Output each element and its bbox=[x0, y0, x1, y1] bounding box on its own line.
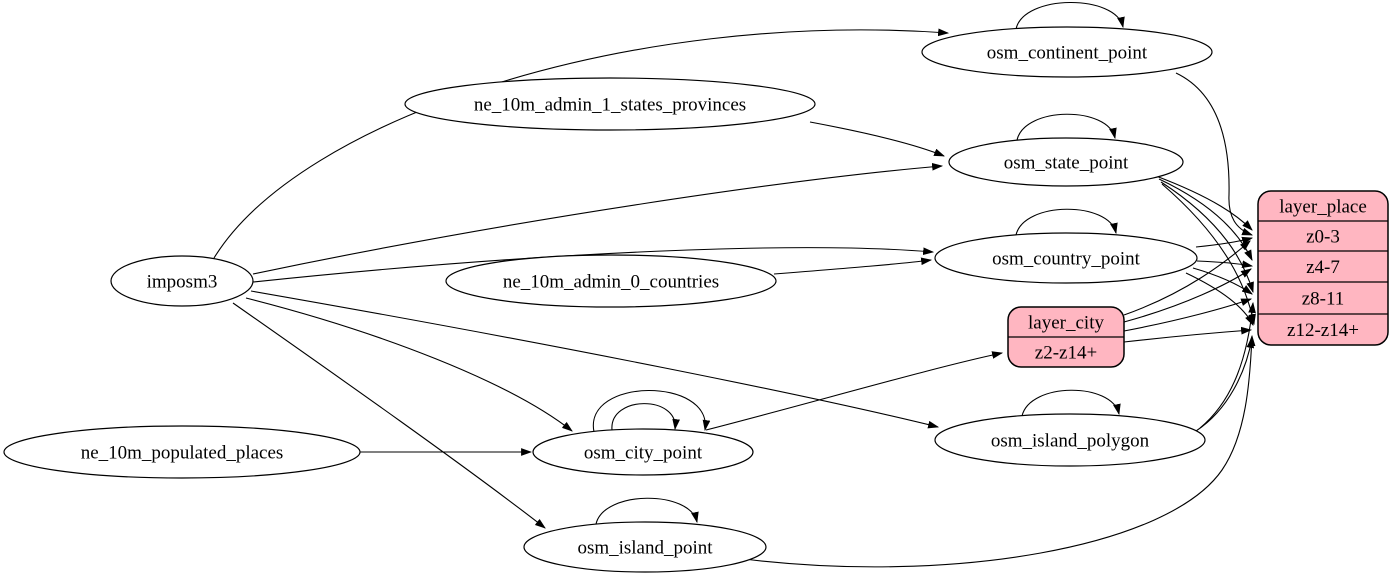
self-loop-osm_continent_point bbox=[1015, 2, 1125, 30]
node-imposm3: imposm3 bbox=[110, 255, 254, 307]
self-loop-osm_state_point bbox=[1016, 113, 1117, 141]
node-label-ne_10m_admin_1_states_provinces: ne_10m_admin_1_states_provinces bbox=[474, 95, 746, 116]
edge-osm_state_point-layer_place-z8-11 bbox=[1160, 181, 1254, 294]
node-shape-osm_city_point bbox=[532, 428, 754, 476]
edge-osm_continent_point-layer_place-z0-3 bbox=[1175, 72, 1254, 236]
self-loop-osm_city_point bbox=[611, 403, 680, 431]
node-osm_country_point: osm_country_point bbox=[934, 232, 1198, 284]
edge-osm_island_polygon-layer_place-z8-11 bbox=[1199, 301, 1256, 429]
edge-osm_state_point-layer_place-z4-7 bbox=[1158, 178, 1253, 261]
edge-layer_city-layer_place-z4-7 bbox=[1123, 268, 1252, 323]
node-layer_city: layer_city z2-z14+ bbox=[1007, 306, 1125, 368]
record-row-layer_city-z2-z14+: z2-z14+ bbox=[1035, 343, 1097, 364]
node-shape-osm_island_point bbox=[523, 521, 767, 573]
node-ne_10m_populated_places: ne_10m_populated_places bbox=[3, 425, 361, 479]
node-osm_island_point: osm_island_point bbox=[523, 521, 767, 573]
self-loop-osm_island_point bbox=[595, 497, 699, 525]
node-label-ne_10m_admin_0_countries: ne_10m_admin_0_countries bbox=[503, 272, 719, 293]
node-shape-osm_country_point bbox=[934, 232, 1198, 284]
node-label-imposm3: imposm3 bbox=[147, 272, 218, 293]
node-shape-osm_island_polygon bbox=[934, 413, 1206, 467]
edge-osm_country_point-layer_place-z4-7 bbox=[1196, 260, 1254, 269]
node-label-osm_island_point: osm_island_point bbox=[577, 538, 713, 559]
record-header-layer_place: layer_place bbox=[1279, 197, 1367, 218]
node-label-osm_city_point: osm_city_point bbox=[584, 443, 703, 464]
node-osm_state_point: osm_state_point bbox=[948, 137, 1184, 187]
record-row-layer_place-z12-z14+: z12-z14+ bbox=[1287, 320, 1359, 341]
edge-imposm3-osm_state_point bbox=[252, 162, 944, 275]
node-ne_10m_admin_0_countries: ne_10m_admin_0_countries bbox=[445, 254, 777, 308]
edge-osm_country_point-layer_place-z12-z14+ bbox=[1185, 272, 1254, 326]
node-layer_place: layer_place z0-3 z4-7 z8-11 z12-z14+ bbox=[1257, 190, 1389, 346]
node-osm_city_point: osm_city_point bbox=[532, 428, 754, 476]
node-label-ne_10m_populated_places: ne_10m_populated_places bbox=[81, 443, 284, 464]
edge-osm_island_polygon-layer_place-z12-z14+ bbox=[1195, 336, 1255, 432]
record-row-layer_place-z8-11: z8-11 bbox=[1302, 289, 1345, 310]
edge-imposm3-osm_country_point bbox=[252, 247, 935, 283]
edge-imposm3-osm_island_polygon bbox=[250, 290, 940, 429]
node-label-osm_island_polygon: osm_island_polygon bbox=[991, 431, 1150, 452]
node-label-osm_continent_point: osm_continent_point bbox=[987, 43, 1148, 64]
edge-layer_city-layer_place-z8-11 bbox=[1123, 298, 1253, 332]
node-shape-ne_10m_populated_places bbox=[3, 425, 361, 479]
node-ne_10m_admin_1_states_provinces: ne_10m_admin_1_states_provinces bbox=[404, 77, 816, 131]
self-loop-osm_island_polygon bbox=[1021, 389, 1121, 417]
node-shape-imposm3 bbox=[110, 255, 254, 307]
edge-layer_city-layer_place-z12-z14+ bbox=[1123, 326, 1253, 343]
edge-ne_10m_admin_0_countries-osm_country_point bbox=[773, 257, 933, 275]
node-shape-osm_state_point bbox=[948, 137, 1184, 187]
edge-osm_city_point-layer_city-z2-z14+ bbox=[705, 351, 1004, 431]
record-header-layer_city: layer_city bbox=[1028, 313, 1104, 334]
node-osm_island_polygon: osm_island_polygon bbox=[934, 413, 1206, 467]
self-loop-osm_city_point bbox=[592, 389, 711, 433]
edge-imposm3-osm_city_point bbox=[245, 297, 573, 432]
node-shape-ne_10m_admin_1_states_provinces bbox=[404, 77, 816, 131]
record-row-layer_place-z4-7: z4-7 bbox=[1306, 257, 1340, 278]
node-label-osm_country_point: osm_country_point bbox=[992, 249, 1140, 270]
self-loop-osm_country_point bbox=[1015, 208, 1118, 236]
edges-group bbox=[213, 2, 1256, 568]
node-osm_continent_point: osm_continent_point bbox=[921, 26, 1213, 78]
node-label-osm_state_point: osm_state_point bbox=[1004, 153, 1129, 174]
edge-ne_10m_admin_1_states_provinces-osm_state_point bbox=[809, 121, 946, 157]
node-shape-layer_place bbox=[1257, 190, 1389, 346]
edge-layer_city-layer_place-z0-3 bbox=[1123, 240, 1251, 316]
edge-osm_country_point-layer_place-z0-3 bbox=[1195, 236, 1254, 248]
edge-osm_state_point-layer_place-z0-3 bbox=[1155, 175, 1253, 231]
node-shape-osm_continent_point bbox=[921, 26, 1213, 78]
node-shape-ne_10m_admin_0_countries bbox=[445, 254, 777, 308]
nodes-group: imposm3 ne_10m_admin_1_states_provincesne… bbox=[3, 26, 1389, 573]
edge-imposm3-osm_island_point bbox=[232, 302, 546, 529]
edge-osm_island_point-layer_place-z12-z14+ bbox=[743, 334, 1256, 568]
record-row-layer_place-z0-3: z0-3 bbox=[1306, 227, 1340, 248]
